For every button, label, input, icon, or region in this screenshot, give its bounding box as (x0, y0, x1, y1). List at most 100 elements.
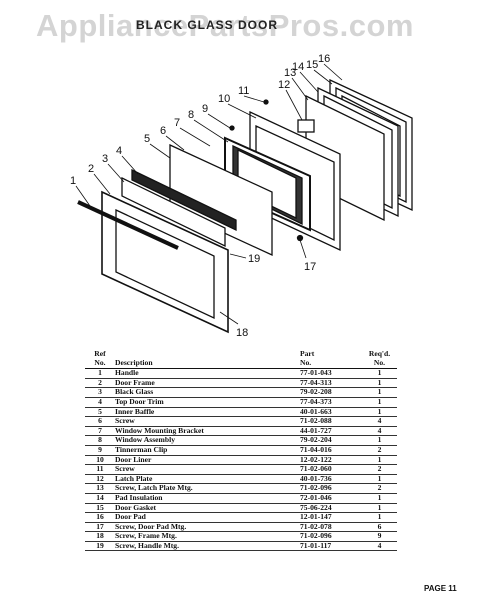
cell-ref: 11 (85, 464, 115, 475)
cell-ref: 16 (85, 512, 115, 523)
header-ref-text: Ref No. (94, 349, 106, 367)
diagram-title: BLACK GLASS DOOR (136, 18, 278, 32)
screw-11 (263, 99, 269, 105)
cell-ref: 13 (85, 484, 115, 494)
cell-qty: 6 (362, 522, 397, 533)
callout-17: 17 (304, 261, 316, 273)
callout-7: 7 (174, 117, 180, 129)
cell-part: 12-02-122 (300, 455, 362, 466)
cell-ref: 3 (85, 388, 115, 398)
cell-qty: 2 (362, 464, 397, 475)
callout-4: 4 (116, 145, 122, 157)
cell-part: 71-02-096 (300, 532, 362, 542)
cell-part: 40-01-736 (300, 474, 362, 485)
top-door-trim (131, 168, 237, 232)
cell-qty: 1 (362, 503, 397, 514)
callout-6: 6 (160, 125, 166, 137)
callout-3: 3 (102, 153, 108, 165)
header-qty: Req'd. No. (362, 349, 397, 370)
cell-description: Screw, Handle Mtg. (115, 541, 300, 552)
cell-description: Black Glass (115, 388, 300, 398)
cell-qty: 1 (362, 378, 397, 389)
cell-qty: 1 (362, 397, 397, 408)
cell-description: Door Gasket (115, 503, 300, 514)
latch-plate (297, 119, 315, 133)
cell-description: Pad Insulation (115, 493, 300, 504)
exploded-door-diagram: 1 2 3 4 5 6 7 8 9 10 11 12 13 14 15 16 1… (70, 53, 413, 339)
cell-description: Door Liner (115, 455, 300, 466)
callout-8: 8 (188, 109, 194, 121)
cell-ref: 7 (85, 426, 115, 437)
cell-qty: 1 (362, 474, 397, 485)
cell-qty: 2 (362, 445, 397, 456)
cell-description: Window Mounting Bracket (115, 426, 300, 437)
table-header: Ref No. Description Part No. Req'd. No. (85, 349, 397, 370)
cell-qty: 1 (362, 493, 397, 504)
screw-17 (296, 234, 304, 242)
cell-part: 71-01-117 (300, 541, 362, 552)
cell-qty: 1 (362, 512, 397, 523)
cell-description: Latch Plate (115, 474, 300, 485)
header-description: Description (115, 350, 300, 370)
cell-description: Screw, Latch Plate Mtg. (115, 484, 300, 494)
cell-part: 79-02-208 (300, 388, 362, 398)
cell-part: 71-02-060 (300, 464, 362, 475)
cell-description: Top Door Trim (115, 397, 300, 408)
callout-9: 9 (202, 103, 208, 115)
cell-ref: 19 (85, 541, 115, 552)
page-number: PAGE 11 (424, 584, 457, 593)
callout-2: 2 (88, 163, 94, 175)
cell-part: 75-06-224 (300, 503, 362, 514)
cell-part: 72-01-046 (300, 493, 362, 504)
cell-ref: 5 (85, 407, 115, 418)
cell-qty: 1 (362, 388, 397, 398)
cell-description: Screw (115, 417, 300, 427)
cell-description: Handle (115, 369, 300, 379)
header-ref: Ref No. (85, 349, 115, 370)
callout-1: 1 (70, 175, 76, 187)
header-description-text: Description (115, 357, 153, 367)
callout-11: 11 (238, 85, 249, 97)
cell-ref: 6 (85, 417, 115, 427)
cell-ref: 10 (85, 455, 115, 466)
cell-description: Door Frame (115, 378, 300, 389)
callout-10: 10 (218, 93, 230, 105)
cell-ref: 8 (85, 436, 115, 446)
cell-part: 12-01-147 (300, 512, 362, 523)
handle (77, 200, 179, 250)
cell-description: Screw, Door Pad Mtg. (115, 522, 300, 533)
cell-part: 77-04-313 (300, 378, 362, 389)
cell-part: 79-02-204 (300, 436, 362, 446)
cell-description: Screw (115, 464, 300, 475)
cell-part: 44-01-727 (300, 426, 362, 437)
black-glass (121, 176, 226, 248)
header-part-text: Part No. (300, 349, 315, 367)
cell-description: Inner Baffle (115, 407, 300, 418)
callout-13: 13 (284, 67, 296, 79)
callout-14: 14 (292, 61, 304, 73)
cell-ref: 4 (85, 397, 115, 408)
leader-lines (75, 63, 343, 325)
cell-ref: 18 (85, 532, 115, 542)
cell-qty: 4 (362, 426, 397, 437)
cell-ref: 2 (85, 378, 115, 389)
parts-list-table: Ref No. Description Part No. Req'd. No. … (85, 349, 397, 552)
header-qty-text: Req'd. No. (368, 349, 391, 367)
cell-qty: 1 (362, 436, 397, 446)
